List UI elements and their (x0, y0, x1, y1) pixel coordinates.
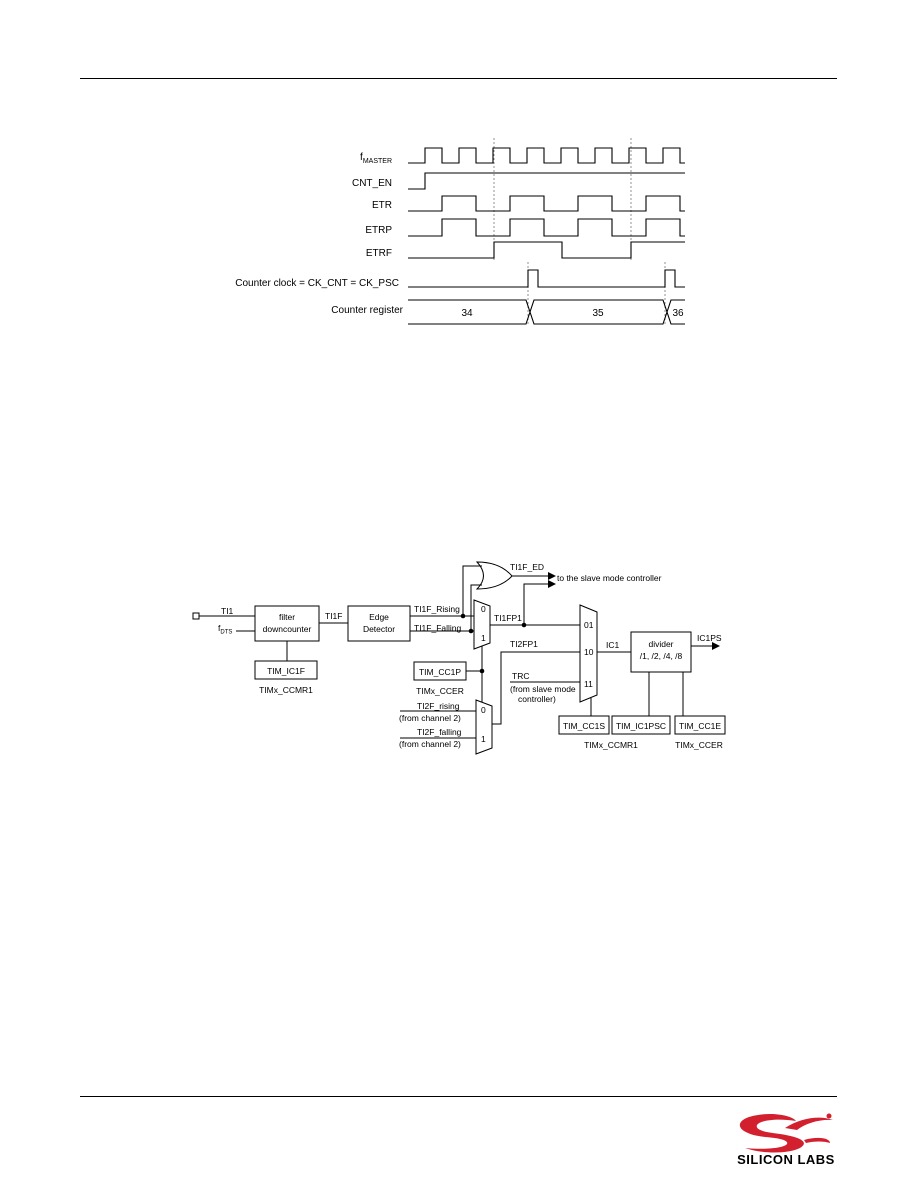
counter-value: 36 (672, 308, 684, 319)
timx-ccer-label: TIMx_CCER (416, 686, 464, 696)
timx-ccmr1-label: TIMx_CCMR1 (259, 685, 313, 695)
ti1f-falling-label: TI1F_Falling (414, 623, 462, 633)
ti2f-rising-label: TI2F_rising (417, 701, 460, 711)
ti2f-falling-label: TI2F_falling (417, 727, 462, 737)
mux-input-label: 0 (481, 604, 486, 614)
counter-register-label: Counter register (331, 305, 403, 316)
etrf-waveform (408, 241, 685, 259)
ic1-label: IC1 (606, 640, 620, 650)
tim-ic1f-box (254, 660, 318, 680)
tim-cc1e-box (674, 715, 726, 735)
trc-label: TRC (512, 671, 529, 681)
ti2fp1-label: TI2FP1 (510, 639, 538, 649)
mux-input-label: 0 (481, 705, 486, 715)
counter-value: 35 (592, 308, 604, 319)
fdts-label: fDTS (218, 623, 232, 636)
ic1ps-label: IC1PS (697, 633, 722, 643)
etrp-waveform (408, 218, 685, 237)
divider-label: /1, /2, /4, /8 (640, 651, 683, 661)
filter-label: downcounter (263, 624, 312, 634)
block-diagram: TI1 fDTS filter downcounter TIM_IC1F TIM… (192, 561, 726, 755)
divider-label: divider (648, 639, 673, 649)
etrp-label: ETRP (365, 225, 392, 236)
mux-input-label: 1 (481, 633, 486, 643)
trc-from-label: controller) (518, 694, 556, 704)
etr-label: ETR (372, 200, 392, 211)
cnt-en-waveform (408, 172, 685, 190)
from-channel2-label: (from channel 2) (399, 713, 461, 723)
ti1f-label: TI1F (325, 611, 342, 621)
counter-clock-label: Counter clock = CK_CNT = CK_PSC (235, 278, 399, 289)
footer-rule (80, 1096, 837, 1097)
timx-ccer-label: TIMx_CCER (675, 740, 723, 750)
counter-value: 34 (461, 308, 473, 319)
edge-detector-label: Detector (363, 624, 395, 634)
selector-label: 11 (584, 679, 593, 689)
etr-waveform (408, 195, 685, 212)
mux-ti2-polarity (475, 699, 493, 755)
timx-ccmr1-label: TIMx_CCMR1 (584, 740, 638, 750)
tim-cc1s-label: TIM_CC1S (563, 721, 605, 731)
timing-diagram: fMASTER CNT_EN ETR ETRP ETRF Counter clo… (235, 138, 685, 325)
mux-input-label: 1 (481, 734, 486, 744)
ti1f-rising-label: TI1F_Rising (414, 604, 460, 614)
etrf-label: ETRF (366, 248, 392, 259)
tim-cc1e-label: TIM_CC1E (679, 721, 721, 731)
ti1fp1-label: TI1FP1 (494, 613, 522, 623)
fmaster-waveform (408, 147, 685, 164)
fmaster-label: fMASTER (360, 152, 392, 165)
counter-register-bus (408, 299, 685, 325)
tim-ic1psc-box (611, 715, 671, 735)
to-slave-label: to the slave mode controller (557, 573, 662, 583)
edge-detector-box (347, 605, 411, 642)
ti1f-ed-label: TI1F_ED (510, 562, 544, 572)
trc-from-label: (from slave mode (510, 684, 576, 694)
filter-box (254, 605, 320, 642)
mux-cc1s (579, 604, 598, 703)
from-channel2-label: (from channel 2) (399, 739, 461, 749)
ti1-label: TI1 (221, 606, 234, 616)
counter-clock-waveform (408, 269, 685, 288)
mux-polarity (473, 599, 491, 650)
tim-ic1f-label: TIM_IC1F (267, 666, 305, 676)
tim-cc1p-label: TIM_CC1P (419, 667, 461, 677)
tim-cc1s-box (558, 715, 610, 735)
header-rule (80, 78, 837, 79)
filter-label: filter (279, 612, 295, 622)
divider-box (630, 631, 692, 673)
or-gate (475, 561, 513, 590)
logo-text: SILICON LABS (737, 1152, 835, 1167)
selector-label: 10 (584, 647, 594, 657)
tim-ic1psc-label: TIM_IC1PSC (616, 721, 666, 731)
selector-label: 01 (584, 620, 594, 630)
cnt-en-label: CNT_EN (352, 178, 392, 189)
edge-detector-label: Edge (369, 612, 389, 622)
